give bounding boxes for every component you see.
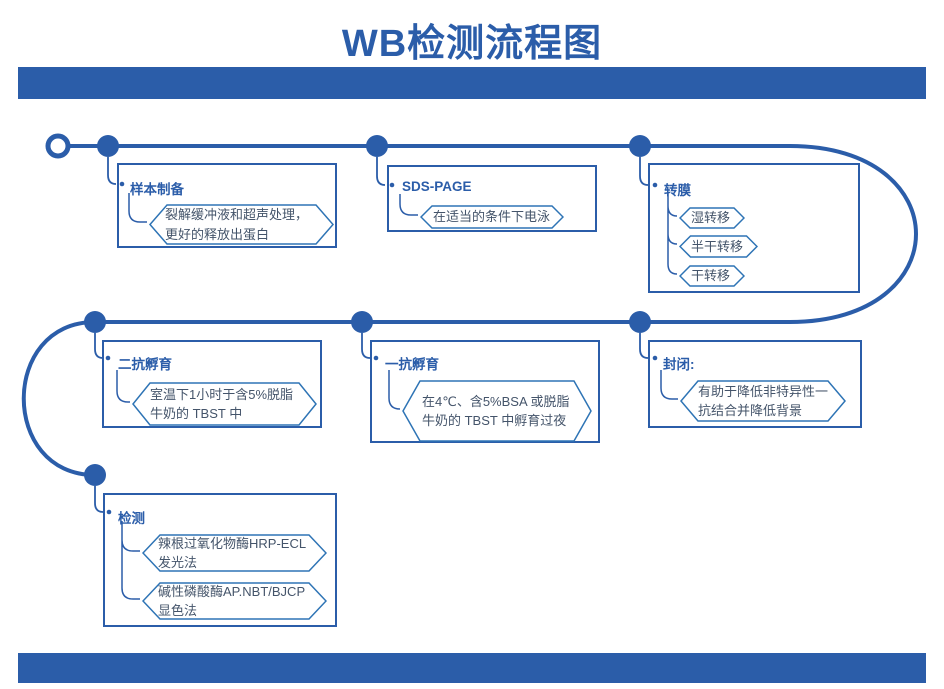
node-blocking [629, 311, 651, 333]
step-detail-sample-prep: 裂解缓冲液和超声处理，更好的释放出蛋白 [149, 204, 334, 245]
step-detail-label: 辣根过氧化物酶HRP-ECL发光法 [158, 535, 307, 571]
node-secondary-ab [84, 311, 106, 333]
node-sds-page [366, 135, 388, 157]
step-detail-transfer-semidry: 半干转移 [679, 235, 758, 258]
bottom-divider-bar [18, 653, 926, 683]
step-box-blocking: 封闭: 有助于降低非特异性一抗结合并降低背景 [648, 340, 862, 428]
step-detail-label: 半干转移 [691, 238, 744, 254]
step-box-sds-page: SDS-PAGE 在适当的条件下电泳 [387, 165, 597, 232]
start-node [45, 133, 71, 159]
page-title: WB检测流程图 [341, 23, 603, 65]
step-detail-detection-hrp: 辣根过氧化物酶HRP-ECL发光法 [142, 534, 327, 572]
step-detail-label: 有助于降低非特异性一抗结合并降低背景 [698, 383, 829, 419]
node-transfer [629, 135, 651, 157]
node-detection [84, 464, 106, 486]
node-sample-prep [97, 135, 119, 157]
step-title-sds-page: SDS-PAGE [402, 179, 472, 194]
step-detail-label: 碱性磷酸酶AP.NBT/BJCP显色法 [158, 583, 306, 619]
step-detail-blocking: 有助于降低非特异性一抗结合并降低背景 [680, 380, 846, 422]
step-title-transfer: 转膜 [664, 183, 691, 198]
step-box-secondary-ab: 二抗孵育 室温下1小时于含5%脱脂牛奶的 TBST 中 [102, 340, 322, 428]
step-box-primary-ab: 一抗孵育 在4℃、含5%BSA 或脱脂牛奶的 TBST 中孵育过夜 [370, 340, 600, 443]
step-detail-label: 室温下1小时于含5%脱脂牛奶的 TBST 中 [150, 386, 294, 422]
step-detail-secondary-ab: 室温下1小时于含5%脱脂牛奶的 TBST 中 [132, 382, 317, 426]
step-title-detection: 检测 [118, 511, 145, 526]
step-detail-label: 在4℃、含5%BSA 或脱脂牛奶的 TBST 中孵育过夜 [422, 393, 570, 429]
step-detail-label: 湿转移 [691, 210, 731, 226]
step-detail-transfer-wet: 湿转移 [679, 207, 745, 229]
step-box-detection: 检测 辣根过氧化物酶HRP-ECL发光法 碱性磷酸酶AP.NBT/BJCP显色法 [103, 493, 337, 627]
top-divider-bar [18, 67, 926, 99]
step-box-transfer: 转膜 湿转移 半干转移 干转移 [648, 163, 860, 293]
step-detail-label: 裂解缓冲液和超声处理，更好的释放出蛋白 [165, 207, 309, 242]
step-detail-label: 在适当的条件下电泳 [433, 209, 551, 225]
step-title-sample-prep: 样本制备 [130, 182, 184, 197]
step-title-secondary-ab: 二抗孵育 [118, 357, 172, 372]
step-box-sample-prep: 样本制备 裂解缓冲液和超声处理，更好的释放出蛋白 [117, 163, 337, 248]
step-title-blocking: 封闭: [663, 357, 695, 372]
step-detail-transfer-dry: 干转移 [679, 265, 745, 287]
step-title-primary-ab: 一抗孵育 [385, 357, 439, 372]
step-detail-primary-ab: 在4℃、含5%BSA 或脱脂牛奶的 TBST 中孵育过夜 [402, 380, 592, 442]
node-primary-ab [351, 311, 373, 333]
step-detail-label: 干转移 [691, 268, 731, 284]
step-detail-detection-ap: 碱性磷酸酶AP.NBT/BJCP显色法 [142, 582, 327, 620]
step-detail-sds-page: 在适当的条件下电泳 [420, 205, 564, 229]
